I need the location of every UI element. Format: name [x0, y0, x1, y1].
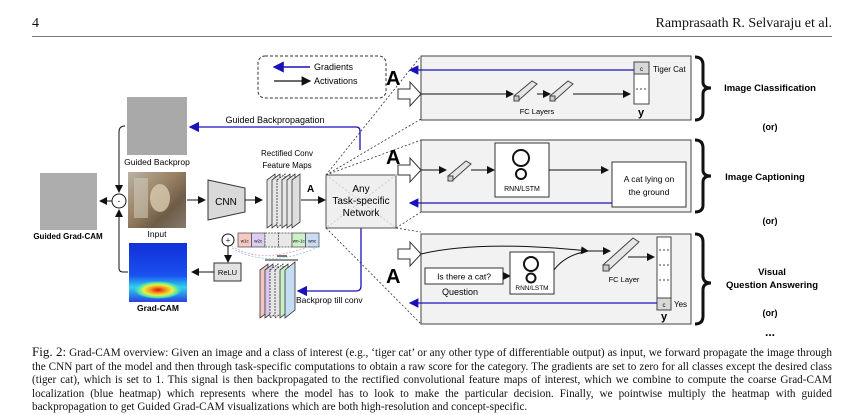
guided-gradcam-image	[40, 173, 97, 230]
guided-backprop-label: Guided Backprop	[124, 157, 190, 167]
relu-label: ReLU	[218, 268, 237, 277]
activation-symbol: A	[307, 184, 314, 195]
classification-input-symbol: A	[386, 68, 400, 90]
vqa-class-name: Yes	[674, 300, 687, 309]
guided-backpropagation-label: Guided Backpropagation	[225, 115, 324, 125]
classification-output-symbol: y	[638, 107, 645, 119]
weight-label: wn-1c	[293, 239, 306, 244]
vqa-panel: A Is there a cat? Question RNN/LSTM FC L…	[386, 233, 692, 325]
figure-caption: Fig. 2: Grad-CAM overview: Given an imag…	[32, 345, 832, 415]
vqa-input-symbol: A	[386, 266, 400, 288]
task-network-line-1: Any	[352, 184, 369, 195]
weight-cell	[278, 232, 293, 248]
feature-maps-stack	[266, 173, 301, 229]
captioning-panel: A RNN/LSTM A cat lying on the ground	[386, 139, 692, 213]
gradient-feature-maps	[259, 261, 296, 319]
backprop-till-conv-arrow	[296, 215, 362, 297]
guided-backpropagation-arrow	[188, 121, 361, 150]
task-label-captioning: Image Captioning	[725, 172, 805, 183]
backprop-till-conv-label: Backprop till conv	[296, 295, 363, 305]
ellipsis: ...	[765, 325, 775, 339]
weight-label: w1c	[241, 239, 250, 244]
or-label-2: (or)	[763, 216, 778, 226]
vqa-output-symbol: y	[661, 311, 668, 323]
gradcam-overview-figure: Gradients Activations Guided Backprop Gu…	[33, 55, 818, 339]
caption-line-1: A cat lying on	[624, 174, 675, 184]
legend-gradients: Gradients	[314, 62, 354, 72]
weight-cell	[264, 232, 279, 248]
page-header: 4 Ramprasaath R. Selvaraju et al.	[32, 14, 832, 37]
cnn-block	[207, 179, 246, 221]
captioning-input-symbol: A	[386, 147, 400, 169]
captioning-rnn-label: RNN/LSTM	[504, 186, 540, 193]
page-number: 4	[32, 16, 39, 31]
task-network-line-2: Task-specific	[332, 196, 389, 207]
feature-maps-label-1: Rectified Conv	[261, 149, 313, 158]
caption-text: Grad-CAM overview: Given an image and a …	[32, 347, 832, 414]
classification-class-cell: c	[640, 67, 643, 73]
guided-gradcam-label: Guided Grad-CAM	[33, 232, 103, 241]
weight-label: w2c	[254, 239, 263, 244]
weight-label: wnc	[308, 239, 317, 244]
feature-maps-label-2: Feature Maps	[262, 161, 311, 170]
vqa-question-text: Is there a cat?	[437, 272, 491, 282]
task-braces	[694, 55, 712, 326]
vqa-fc-label: FC Layer	[609, 275, 640, 284]
task-label-vqa-2: Question Answering	[726, 280, 818, 291]
running-authors: Ramprasaath R. Selvaraju et al.	[655, 16, 833, 31]
input-label: Input	[148, 229, 168, 239]
legend: Gradients Activations	[257, 55, 387, 99]
caption-line-2: the ground	[629, 187, 670, 197]
pointwise-op: ·	[117, 196, 121, 208]
vqa-rnn-label: RNN/LSTM	[515, 285, 548, 292]
legend-activations: Activations	[314, 76, 358, 86]
or-label-1: (or)	[763, 122, 778, 132]
vqa-class-cell: c	[663, 303, 666, 309]
guided-backprop-image	[127, 97, 187, 155]
zoom-guide-lines	[325, 55, 422, 325]
caption-label: Fig. 2:	[32, 344, 67, 359]
vqa-question-label: Question	[442, 287, 478, 297]
or-label-3: (or)	[763, 308, 778, 318]
task-label-classification: Image Classification	[724, 83, 816, 94]
classification-panel: A FC Layers c Tiger Cat y	[386, 55, 692, 121]
task-label-vqa-1: Visual	[758, 267, 786, 278]
gradcam-label: Grad-CAM	[137, 303, 179, 313]
weight-cell	[305, 232, 320, 248]
fc-layers-label: FC Layers	[520, 107, 555, 116]
classification-class-name: Tiger Cat	[653, 65, 686, 74]
sum-op: +	[225, 236, 230, 246]
task-network-line-3: Network	[343, 208, 381, 219]
cnn-label: CNN	[215, 197, 237, 208]
